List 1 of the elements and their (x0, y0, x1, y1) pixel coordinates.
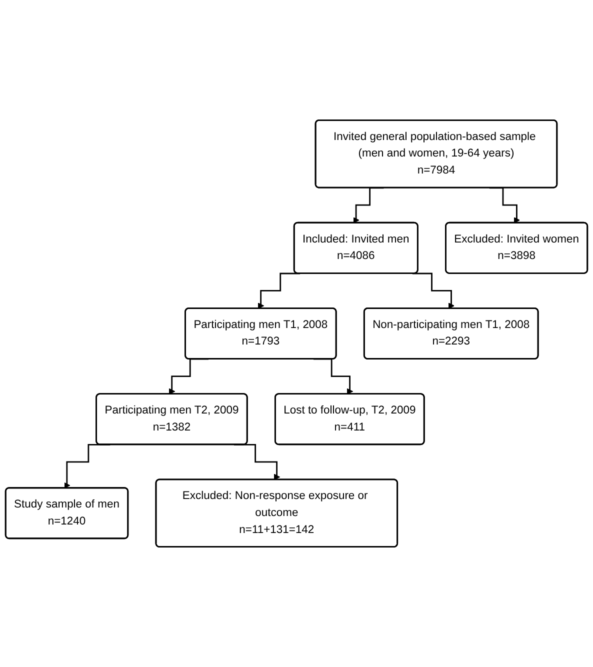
arrow (412, 272, 454, 309)
